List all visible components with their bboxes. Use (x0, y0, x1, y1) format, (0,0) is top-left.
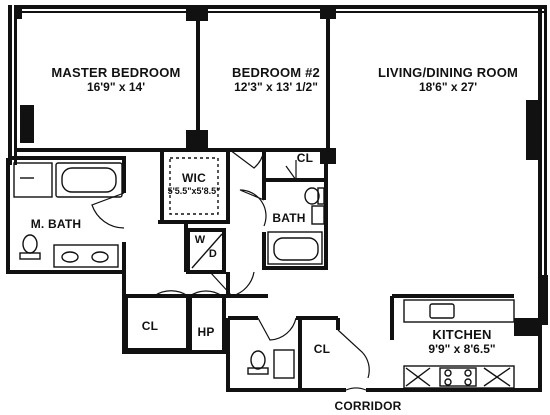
bathtub-icon (55, 162, 123, 198)
room-master-bedroom: MASTER BEDROOM 16'9" x 14' (44, 65, 188, 95)
closet-hall: CL (136, 319, 164, 334)
room-dimensions: 12'3" x 13' 1/2" (234, 79, 318, 94)
closet-entry: CL (308, 342, 336, 357)
doors (91, 149, 370, 391)
room-name: CL (313, 342, 331, 356)
room-name: CL (296, 151, 314, 165)
kitchen-counter (403, 299, 515, 323)
washer-label: W (193, 234, 207, 247)
dryer-label: D (206, 248, 220, 261)
room-name: KITCHEN (432, 327, 492, 342)
room-wic: WIC 5'5.5"x5'8.5" (148, 171, 240, 196)
room-name: LIVING/DINING ROOM (377, 65, 519, 80)
room-name: CL (141, 319, 159, 333)
room-name: MASTER BEDROOM (51, 65, 181, 80)
toilet-icon-2 (304, 187, 320, 205)
room-kitchen: KITCHEN 9'9" x 8'6.5" (412, 327, 512, 357)
room-bath: BATH (264, 211, 314, 226)
room-dimensions: 5'5.5"x5'8.5" (167, 185, 221, 196)
toilet-icon (22, 234, 38, 254)
room-name: HP (197, 325, 215, 339)
toilet-icon-3 (250, 350, 266, 370)
room-name: BEDROOM #2 (232, 65, 320, 80)
room-master-bath: M. BATH (24, 217, 88, 232)
room-dimensions: 16'9" x 14' (86, 79, 146, 94)
room-name: BATH (272, 211, 306, 225)
interior-walls (6, 15, 542, 392)
fixtures (13, 157, 515, 389)
room-dimensions: 18'6" x 27' (418, 79, 478, 94)
shower-icon (13, 162, 53, 198)
room-dimensions: 9'9" x 8'6.5" (428, 341, 496, 356)
room-name: WIC (182, 171, 206, 185)
corridor-label: CORRIDOR (326, 399, 410, 414)
dryer-letter: D (208, 248, 218, 260)
bathtub-icon-2 (267, 231, 323, 265)
room-name: CORRIDOR (334, 399, 402, 413)
vanity-icon (53, 244, 119, 268)
walls (8, 5, 548, 336)
room-bedroom-2: BEDROOM #2 12'3" x 13' 1/2" (218, 65, 334, 95)
room-name: M. BATH (30, 217, 82, 231)
room-hp: HP (192, 325, 220, 340)
washer-letter: W (194, 234, 206, 246)
stove-icon (439, 367, 477, 387)
room-living-dining: LIVING/DINING ROOM 18'6" x 27' (374, 65, 522, 95)
closet-bedroom-2: CL (292, 151, 318, 166)
